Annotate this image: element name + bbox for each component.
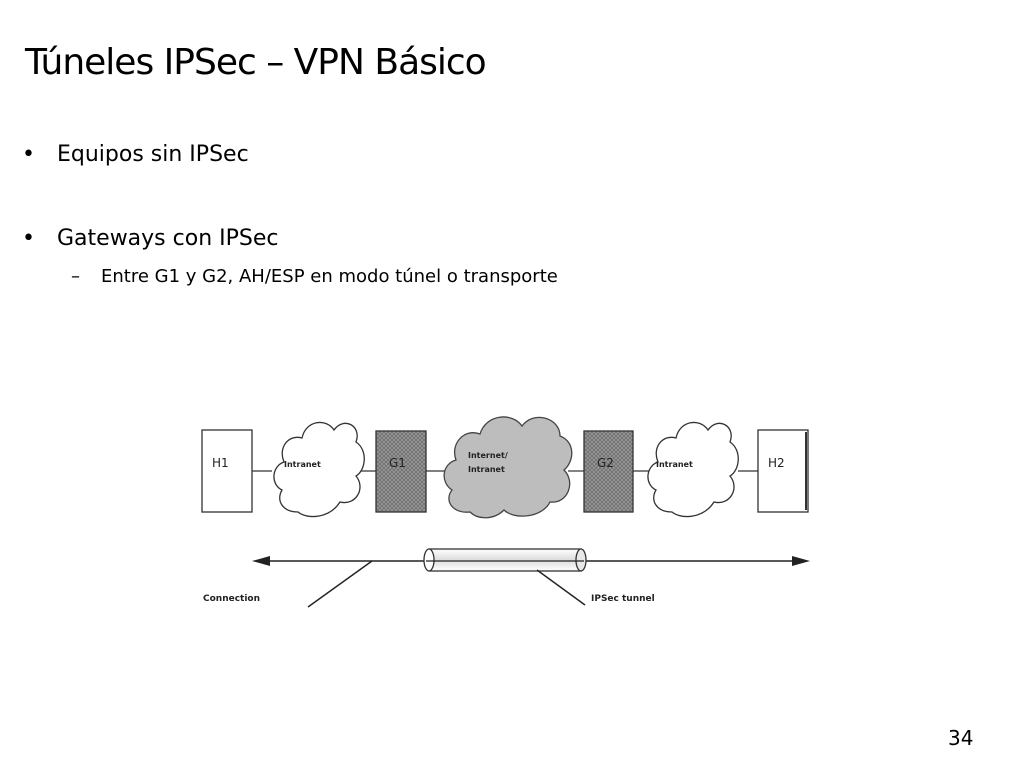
tunnel-body bbox=[428, 548, 582, 572]
connection-label: Connection bbox=[203, 594, 260, 604]
sub-bullet-item-entre: – Entre G1 y G2, AH/ESP en modo túnel o … bbox=[71, 266, 558, 287]
intranet-left-label: Intranet bbox=[284, 460, 321, 469]
ipsec-tunnel-label: IPSec tunnel bbox=[591, 594, 655, 604]
slide-title: Túneles IPSec – VPN Básico bbox=[25, 42, 487, 83]
sub-bullet-text: Entre G1 y G2, AH/ESP en modo túnel o tr… bbox=[101, 266, 558, 287]
host-h2-label: H2 bbox=[768, 456, 785, 470]
ipsec-tunnel-tube bbox=[423, 548, 587, 572]
sub-bullet-marker: – bbox=[71, 266, 80, 287]
bullet-text: Equipos sin IPSec bbox=[57, 142, 249, 167]
tunnel-leader bbox=[536, 569, 586, 606]
arrow-left-head bbox=[252, 556, 270, 566]
gateway-g2: G2 bbox=[583, 430, 634, 513]
bullet-marker: • bbox=[22, 142, 35, 167]
host-h2: H2 bbox=[757, 429, 809, 513]
gateway-g2-label: G2 bbox=[597, 456, 614, 470]
cloud-internet-shape bbox=[443, 416, 573, 519]
bullet-marker: • bbox=[22, 226, 35, 251]
gateway-g2-box bbox=[583, 430, 634, 513]
gateway-g1-label: G1 bbox=[389, 456, 406, 470]
cloud-intranet-right: Intranet bbox=[647, 421, 739, 518]
page-number: 34 bbox=[948, 726, 974, 750]
arrow-right-head bbox=[792, 556, 810, 566]
host-h1: H1 bbox=[201, 429, 253, 513]
cloud-internet: Internet/ Intranet bbox=[443, 416, 573, 519]
leader-lines bbox=[307, 560, 586, 608]
bullet-item-equipos: • Equipos sin IPSec bbox=[22, 142, 249, 167]
intranet-right-label: Intranet bbox=[656, 460, 693, 469]
cloud-right-shape bbox=[647, 421, 739, 518]
cloud-intranet-left: Intranet bbox=[273, 421, 365, 518]
tunnel-right-end bbox=[575, 548, 587, 572]
connection-leader bbox=[307, 560, 373, 608]
bullet-text: Gateways con IPSec bbox=[57, 226, 279, 251]
host-h1-box bbox=[201, 429, 253, 513]
gateway-g1: G1 bbox=[375, 430, 427, 513]
host-h2-box bbox=[757, 429, 809, 513]
vpn-network-diagram: H1 Intranet G1 Internet/ Intranet G2 Int… bbox=[201, 416, 810, 608]
cloud-left-shape bbox=[273, 421, 365, 518]
tunnel-left-end bbox=[423, 548, 435, 572]
gateway-g1-box bbox=[375, 430, 427, 513]
internet-label-line2: Intranet bbox=[468, 465, 505, 474]
bullet-item-gateways: • Gateways con IPSec bbox=[22, 226, 279, 251]
host-h1-label: H1 bbox=[212, 456, 229, 470]
internet-label-line1: Internet/ bbox=[468, 451, 508, 460]
